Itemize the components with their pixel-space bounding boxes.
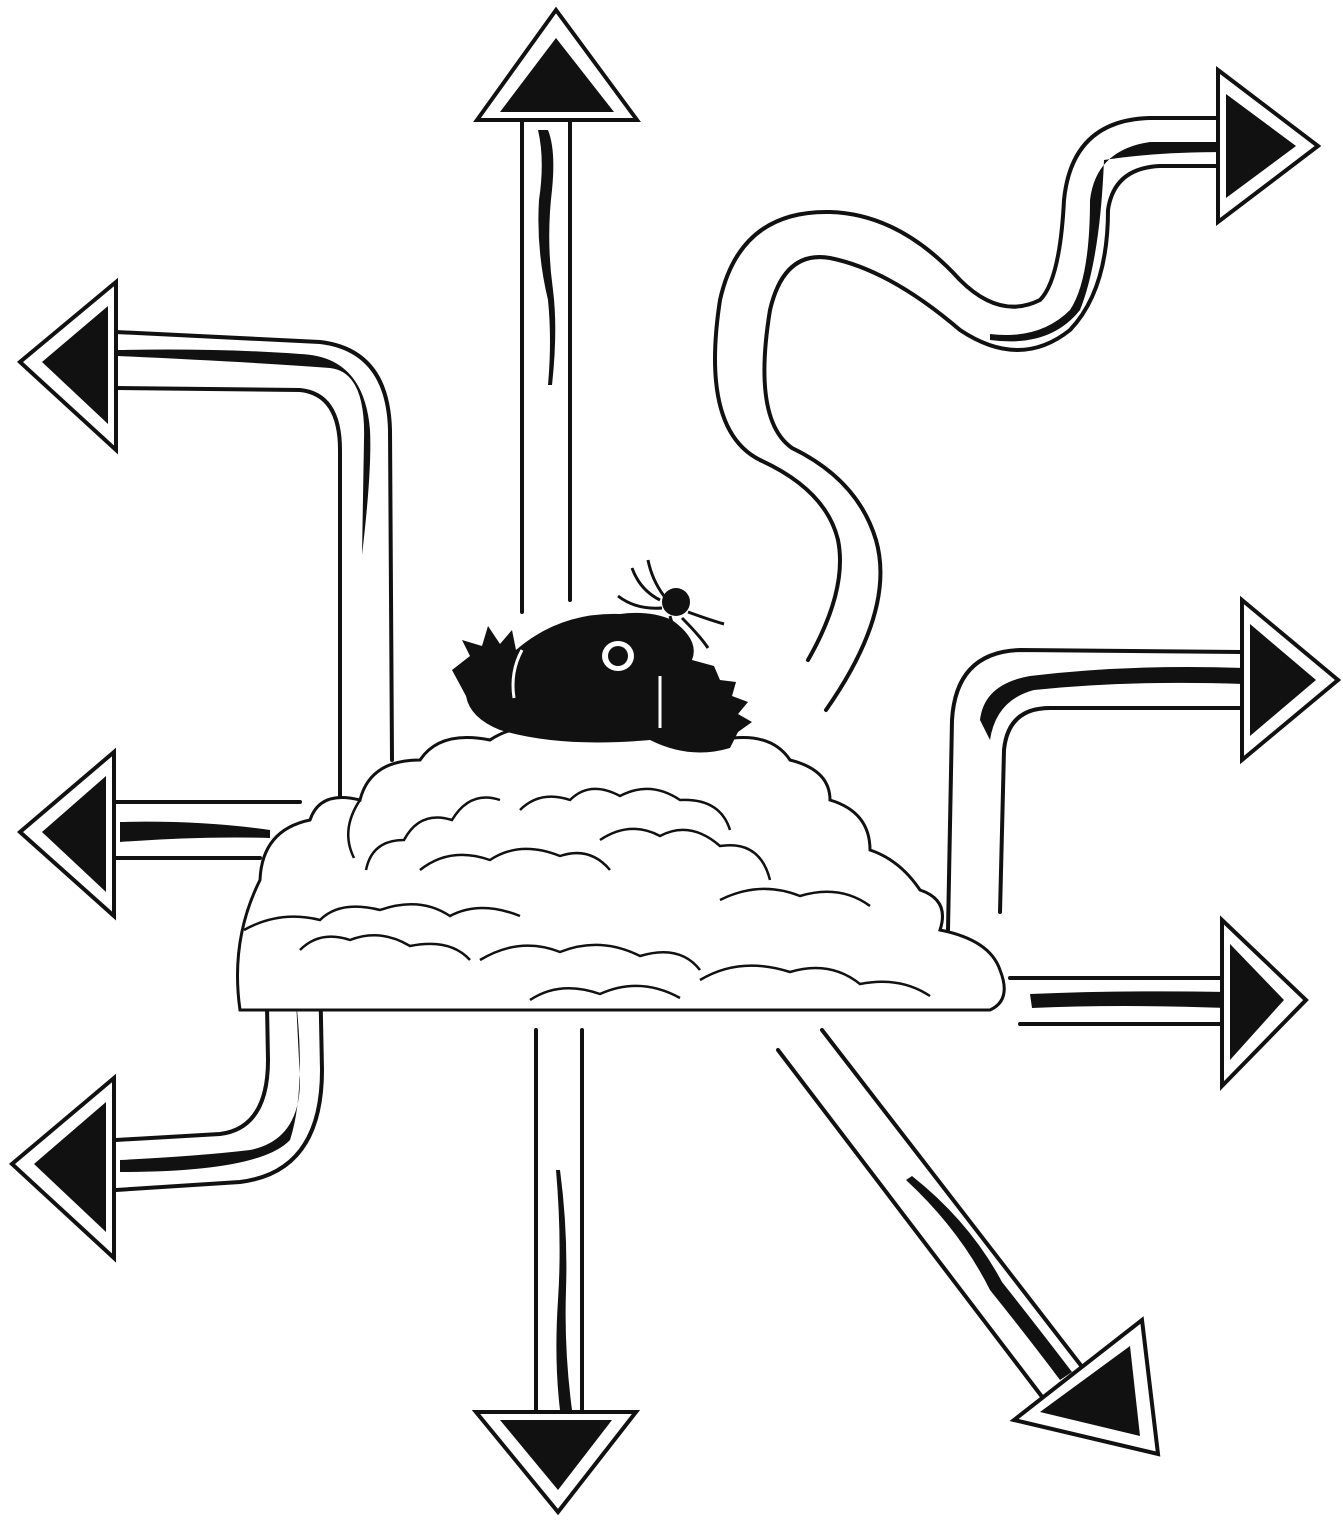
arrow-mid-left (16, 747, 302, 921)
arrow-upper-left (16, 277, 394, 802)
arrow-up (473, 6, 641, 614)
arrow-right-low (1008, 915, 1309, 1091)
mole (452, 559, 752, 753)
arrow-down (471, 1028, 641, 1516)
arrow-right-mid (946, 595, 1342, 932)
arrow-lower-left (8, 950, 324, 1263)
arrow-upper-right (713, 65, 1322, 712)
arrow-lower-right (776, 1028, 1161, 1457)
molehill (236, 720, 1006, 1012)
